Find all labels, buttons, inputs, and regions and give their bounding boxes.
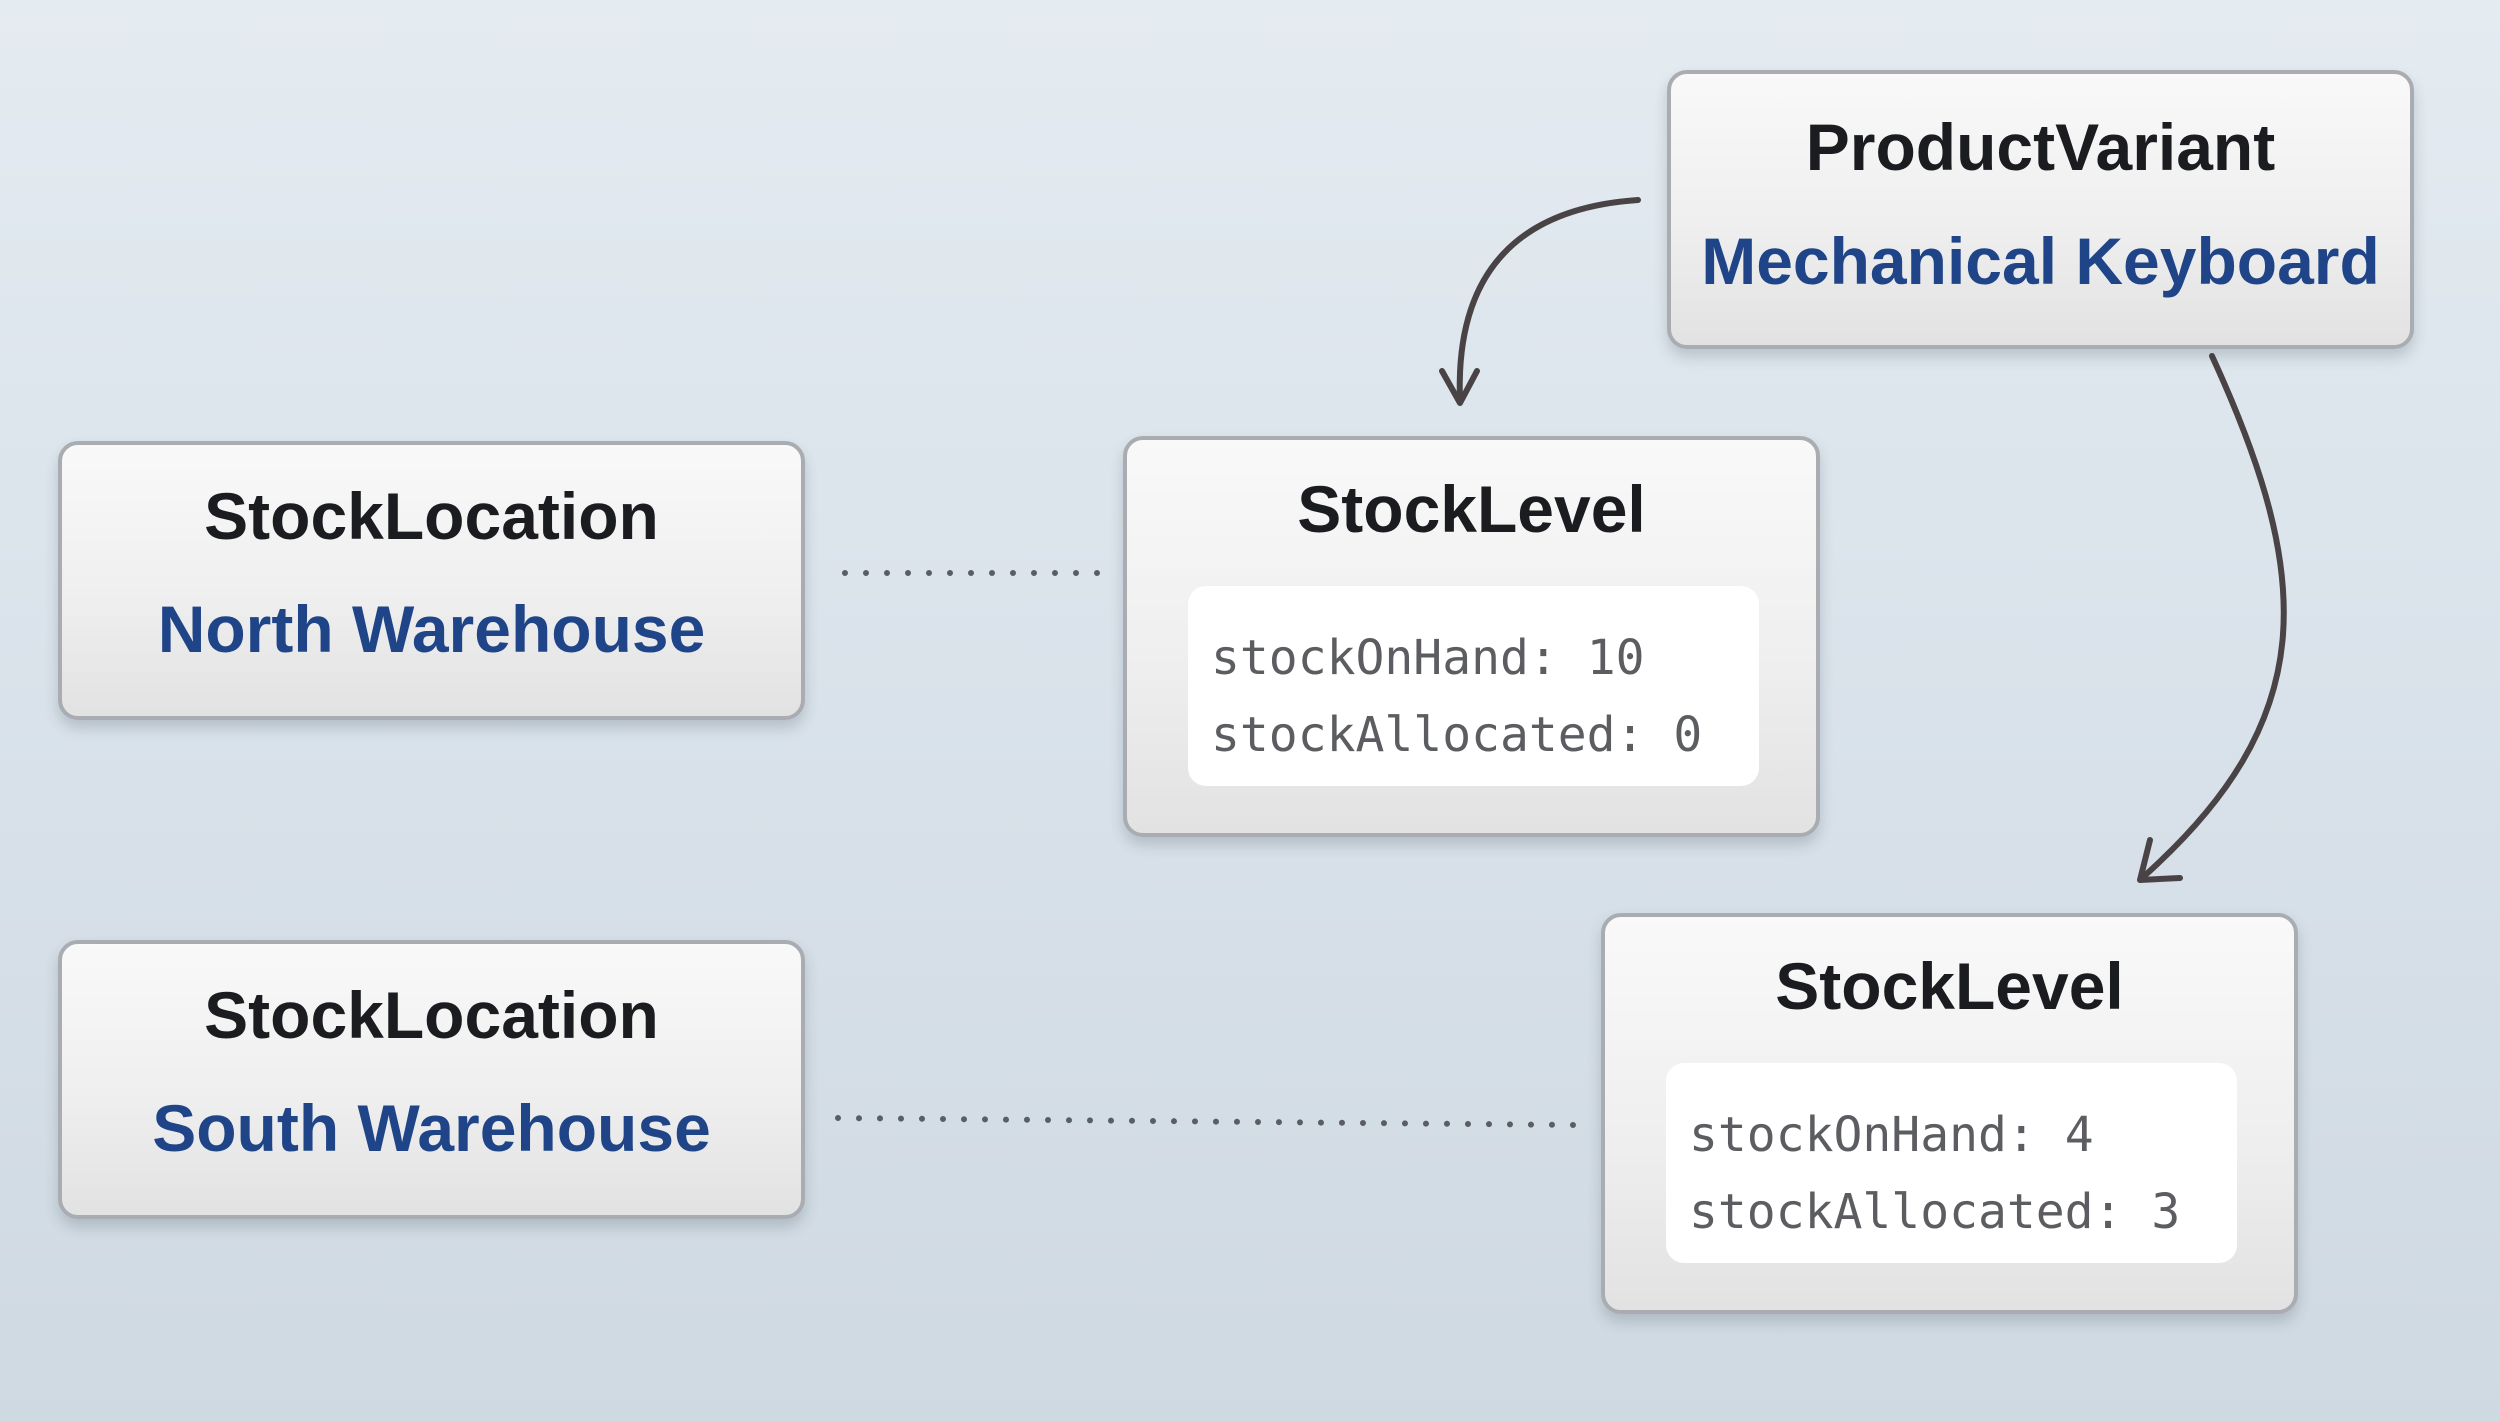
dotted-link-south bbox=[835, 1115, 1579, 1128]
stock-on-hand-value: 10 bbox=[1586, 630, 1645, 686]
stock-level-title: StockLevel bbox=[1775, 949, 2124, 1023]
stock-location-title: StockLocation bbox=[204, 978, 659, 1052]
stock-on-hand-label: stockOnHand: bbox=[1689, 1107, 2036, 1163]
stock-level-values-panel: stockOnHand: 4 stockAllocated: 3 bbox=[1666, 1063, 2237, 1263]
stock-on-hand-label: stockOnHand: bbox=[1211, 630, 1558, 686]
stock-allocated-label: stockAllocated: bbox=[1211, 707, 1645, 763]
product-variant-name: Mechanical Keyboard bbox=[1701, 224, 2380, 298]
arrow-variant-to-level-1 bbox=[1456, 197, 1641, 403]
stock-location-name: North Warehouse bbox=[157, 592, 706, 666]
stock-location-title: StockLocation bbox=[204, 479, 659, 553]
stock-level-values-panel: stockOnHand: 10 stockAllocated: 0 bbox=[1188, 586, 1759, 786]
stock-level-title: StockLevel bbox=[1297, 472, 1646, 546]
stock-allocated-value: 0 bbox=[1673, 707, 1703, 763]
arrowhead-level-1 bbox=[1439, 368, 1480, 406]
arrow-variant-to-level-2 bbox=[2139, 353, 2287, 881]
stock-location-south-box: StockLocation South Warehouse bbox=[58, 940, 805, 1219]
stock-allocated-row: stockAllocated: 3 bbox=[1689, 1174, 2237, 1251]
stock-on-hand-value: 4 bbox=[2064, 1107, 2094, 1163]
stock-on-hand-row: stockOnHand: 4 bbox=[1689, 1097, 2237, 1174]
stock-level-2-box: StockLevel stockOnHand: 4 stockAllocated… bbox=[1601, 913, 2298, 1314]
stock-allocated-label: stockAllocated: bbox=[1689, 1184, 2123, 1240]
stock-allocated-value: 3 bbox=[2151, 1184, 2181, 1240]
stock-location-north-box: StockLocation North Warehouse bbox=[58, 441, 805, 720]
stock-level-1-box: StockLevel stockOnHand: 10 stockAllocate… bbox=[1123, 436, 1820, 837]
stock-location-name: South Warehouse bbox=[152, 1091, 711, 1165]
arrowhead-level-2 bbox=[2137, 837, 2183, 883]
stock-allocated-row: stockAllocated: 0 bbox=[1211, 697, 1759, 774]
product-variant-title: ProductVariant bbox=[1805, 110, 2276, 184]
product-variant-box: ProductVariant Mechanical Keyboard bbox=[1667, 70, 2414, 349]
stock-on-hand-row: stockOnHand: 10 bbox=[1211, 620, 1759, 697]
